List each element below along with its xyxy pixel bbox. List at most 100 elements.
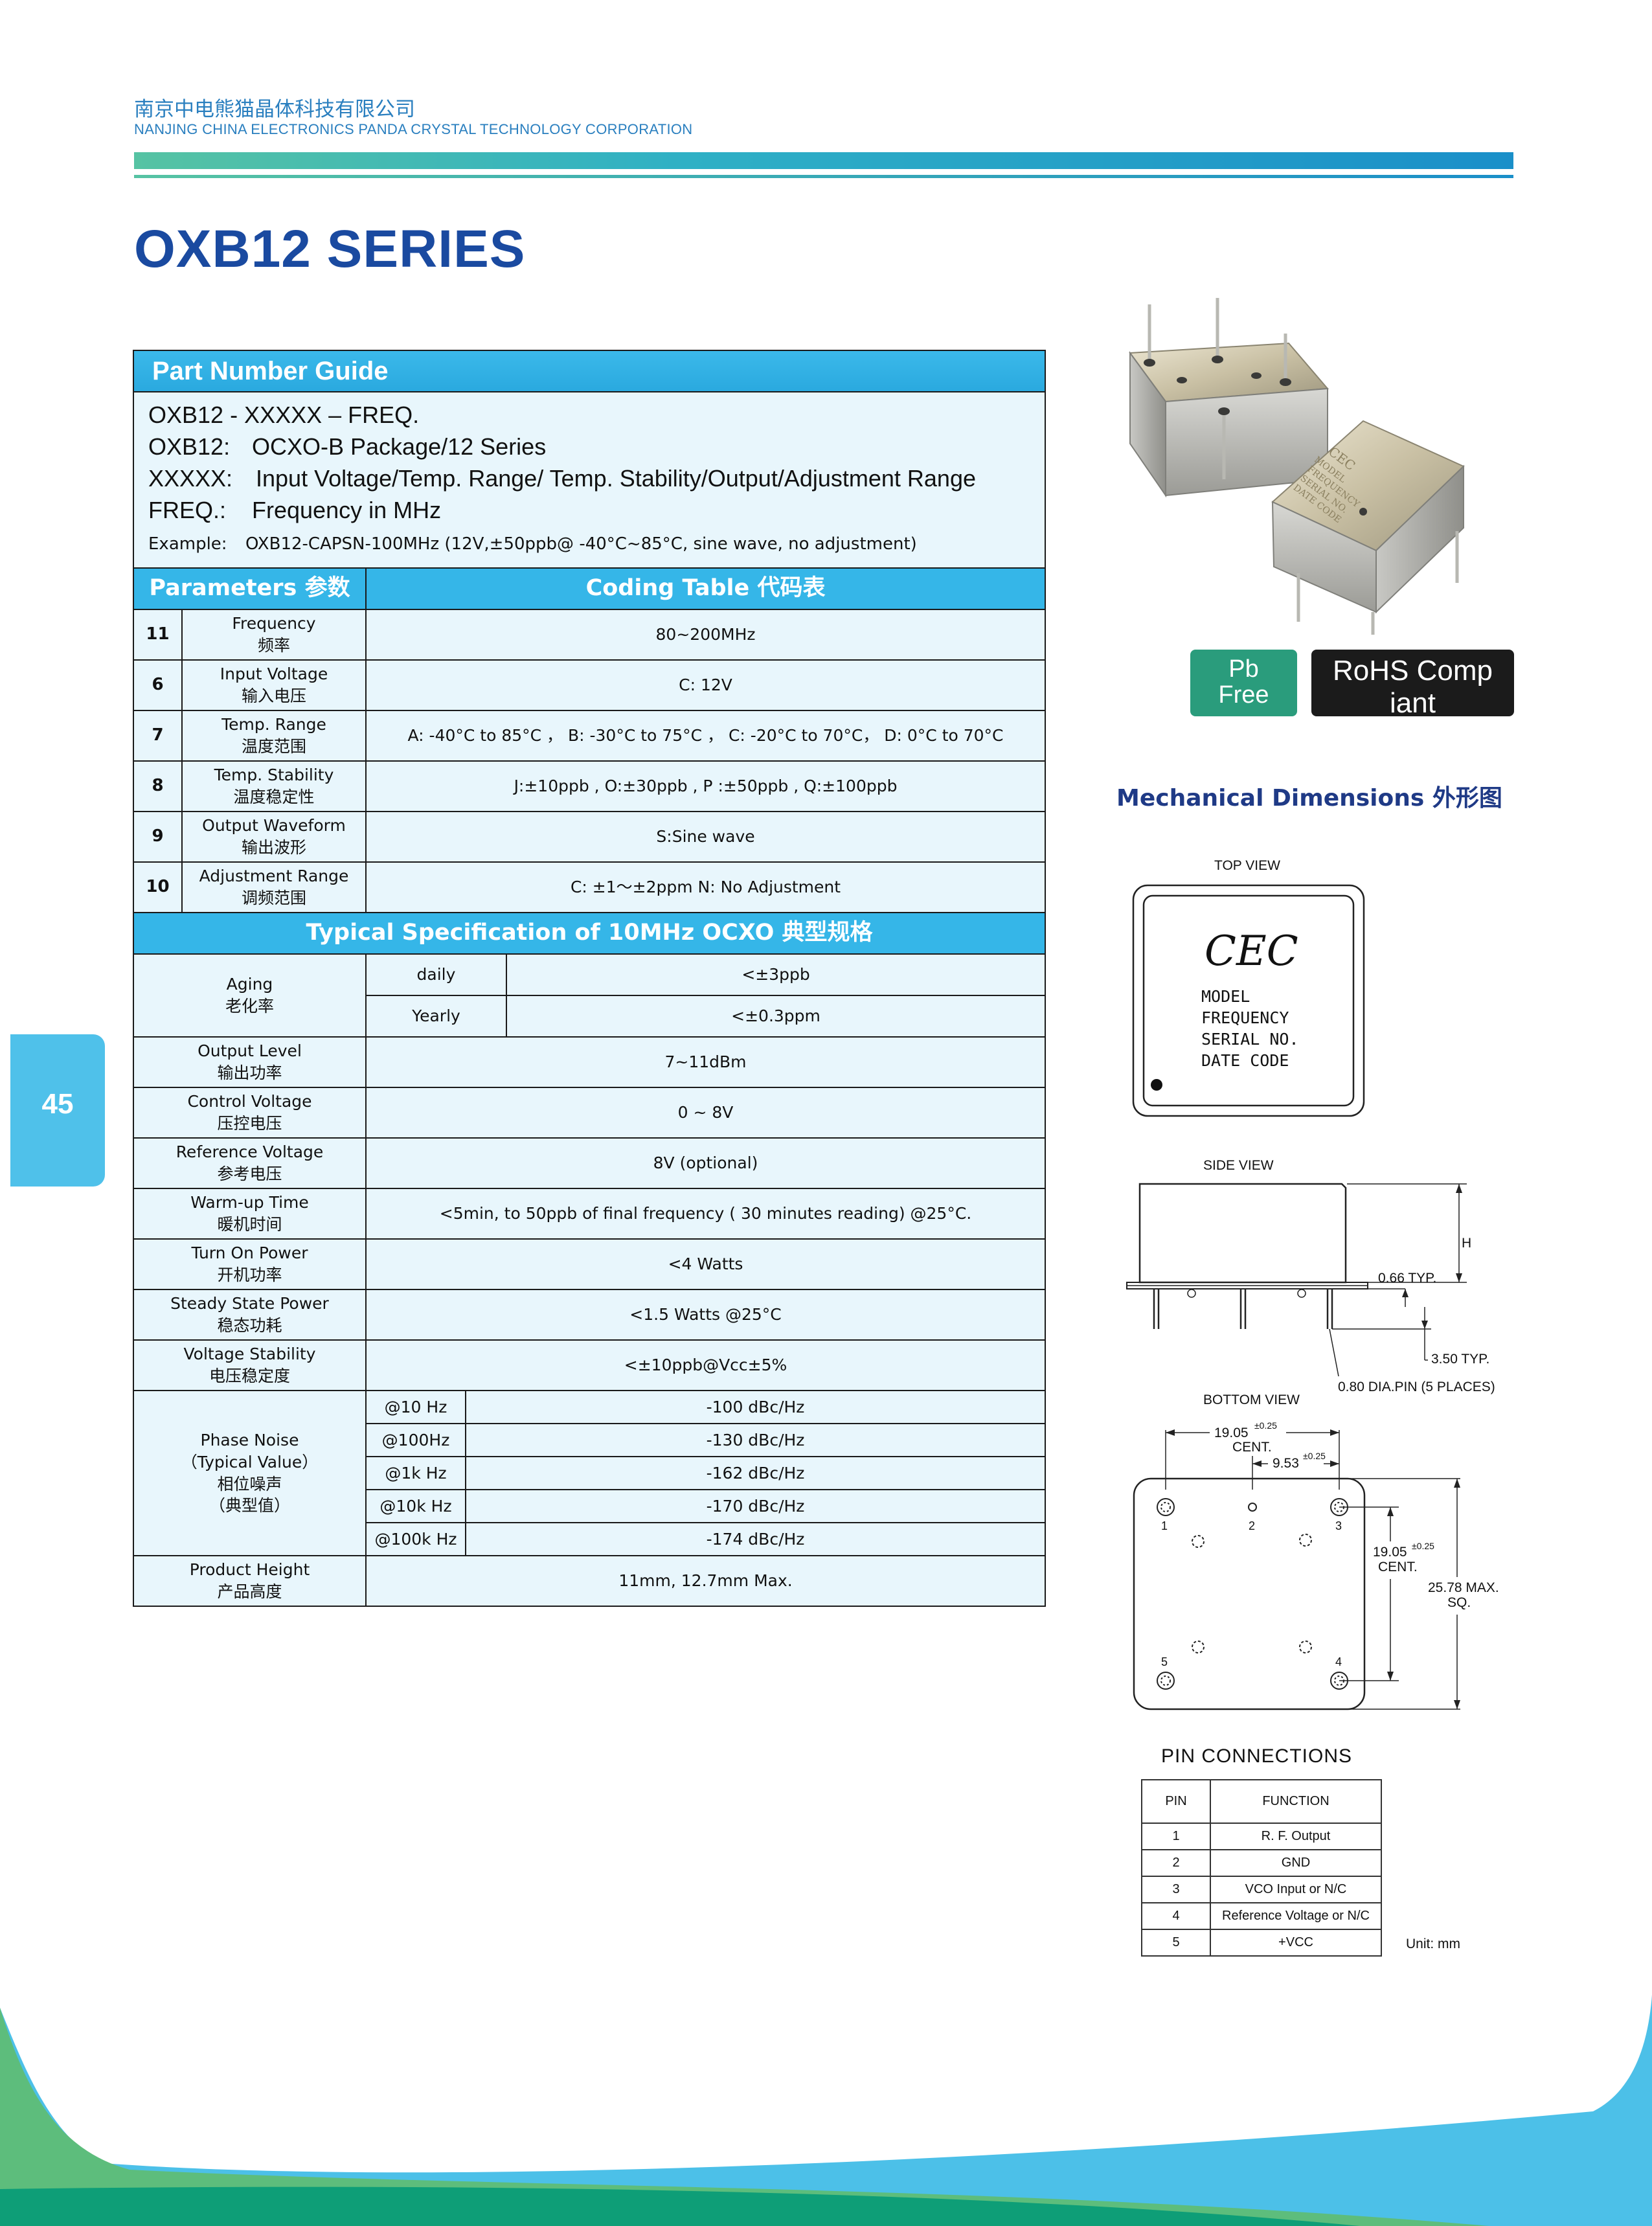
pin-function: R. F. Output: [1210, 1823, 1382, 1850]
guide-code-label: XXXXX:: [148, 465, 233, 492]
coding-value: A: -40°C to 85°C ， B: -30°C to 75°C ， C:…: [365, 710, 1047, 762]
pb-free-line2: Free: [1218, 681, 1269, 709]
spec-value: 0 ~ 8V: [365, 1087, 1047, 1139]
aging-yearly-value: <±0.3ppm: [505, 995, 1047, 1038]
aging-daily-value: <±3ppb: [505, 953, 1047, 996]
parameters-header: Parameters 参数: [133, 567, 367, 610]
unit-label: Unit: mm: [1406, 1936, 1460, 1951]
coding-table-header: Coding Table 代码表: [365, 567, 1047, 610]
pin-1-label: 1: [1161, 1519, 1168, 1532]
phase-noise-row: @1k Hz -162 dBc/Hz: [133, 1456, 1047, 1490]
spec-value: <5min, to 50ppb of final frequency ( 30 …: [365, 1188, 1047, 1240]
guide-example-label: Example:: [148, 534, 227, 554]
guide-freq-text: Frequency in MHz: [252, 497, 442, 523]
rohs-badge: RoHS Comp iant Directive 2002/95/EC: [1311, 650, 1514, 740]
pin-column-header: PIN: [1141, 1779, 1211, 1824]
pb-free-badge: Pb Free: [1190, 650, 1297, 716]
coding-num: 6: [133, 659, 183, 711]
header-line: [134, 175, 1513, 178]
side-view-label: SIDE VIEW: [1203, 1158, 1274, 1173]
coding-value: C: ±1～±2ppm N: No Adjustment: [365, 861, 1047, 913]
tolerance: ±0.25: [1254, 1420, 1277, 1431]
spec-value: <±10ppb@Vcc±5%: [365, 1339, 1047, 1391]
dim-2578: 25.78 MAX.: [1428, 1580, 1499, 1595]
phase-noise-row: @10k Hz -170 dBc/Hz: [133, 1489, 1047, 1523]
aging-row: Yearly <±0.3ppm: [133, 995, 1047, 1038]
pin-number: 3: [1141, 1876, 1211, 1903]
pin-function: +VCC: [1210, 1929, 1382, 1957]
guide-series-label: OXB12:: [148, 433, 231, 460]
coding-value: S:Sine wave: [365, 811, 1047, 863]
marking-model: MODEL: [1201, 987, 1250, 1006]
spec-value: 8V (optional): [365, 1137, 1047, 1189]
height-dim-label: H: [1462, 1236, 1471, 1251]
phase-noise-row: @100Hz -130 dBc/Hz: [133, 1423, 1047, 1457]
pin-number: 2: [1141, 1849, 1211, 1877]
spec-value: <4 Watts: [365, 1238, 1047, 1290]
phase-noise-freq: @1k Hz: [365, 1456, 466, 1490]
dim-350-typ: 3.50 TYP.: [1431, 1352, 1489, 1367]
pin-function: VCO Input or N/C: [1210, 1876, 1382, 1903]
coding-num: 7: [133, 710, 183, 762]
coding-value: 80~200MHz: [365, 609, 1047, 661]
spec-value: 7~11dBm: [365, 1036, 1047, 1088]
phase-noise-value: -162 dBc/Hz: [464, 1456, 1047, 1490]
pin-number: 5: [1141, 1929, 1211, 1957]
top-view-label: TOP VIEW: [1214, 858, 1280, 873]
guide-series-text: OCXO-B Package/12 Series: [252, 433, 547, 460]
pin-row: 5+VCC: [1141, 1929, 1382, 1957]
page-title: OXB12 SERIES: [134, 220, 526, 278]
pb-free-line1: Pb: [1228, 655, 1259, 683]
guide-example-text: OXB12-CAPSN-100MHz (12V,±50ppb@ -40°C~85…: [245, 534, 917, 554]
dim-953: 9.53: [1273, 1456, 1299, 1471]
mechanical-drawing: TOP VIEW CEC MODEL FREQUENCY SERIAL NO. …: [1126, 858, 1504, 1710]
part-number-guide-header: Part Number Guide: [132, 350, 1047, 392]
phase-noise-value: -174 dBc/Hz: [464, 1522, 1047, 1556]
pin-2-label: 2: [1249, 1519, 1255, 1532]
function-column-header: FUNCTION: [1210, 1779, 1382, 1824]
center-label: CENT.: [1232, 1440, 1272, 1455]
product-photo: CEC MODEL FREQUENCY SERIAL NO. DATE CODE: [1129, 298, 1465, 635]
marking-frequency: FREQUENCY: [1201, 1008, 1289, 1027]
coding-value: J:±10ppb , O:±30ppb , P :±50ppb , Q:±100…: [365, 760, 1047, 812]
guide-line-code: XXXXX:Input Voltage/Temp. Range/ Temp. S…: [148, 462, 1030, 494]
part-number-guide: OXB12 - XXXXX – FREQ. OXB12:OCXO-B Packa…: [132, 391, 1047, 569]
pin-3-label: 3: [1335, 1519, 1342, 1532]
coding-num: 8: [133, 760, 183, 812]
aging-yearly-label: Yearly: [365, 995, 507, 1038]
pin-4-label: 4: [1335, 1655, 1342, 1668]
coding-value: C: 12V: [365, 659, 1047, 711]
pin-number: 1: [1141, 1823, 1211, 1850]
guide-example: Example: OXB12-CAPSN-100MHz (12V,±50ppb@ …: [148, 530, 1030, 558]
square-label: SQ.: [1447, 1595, 1471, 1610]
dim-1905: 19.05: [1214, 1425, 1249, 1440]
company-name-cn: 南京中电熊猫晶体科技有限公司: [134, 98, 415, 121]
page-tab: [10, 1034, 105, 1187]
spec-table: Part Number Guide OXB12 - XXXXX – FREQ. …: [132, 350, 1047, 1607]
pin-5-label: 5: [1161, 1655, 1168, 1668]
phase-noise-row: Phase Noise（Typical Value）相位噪声（典型值） @10 …: [133, 1390, 1047, 1556]
